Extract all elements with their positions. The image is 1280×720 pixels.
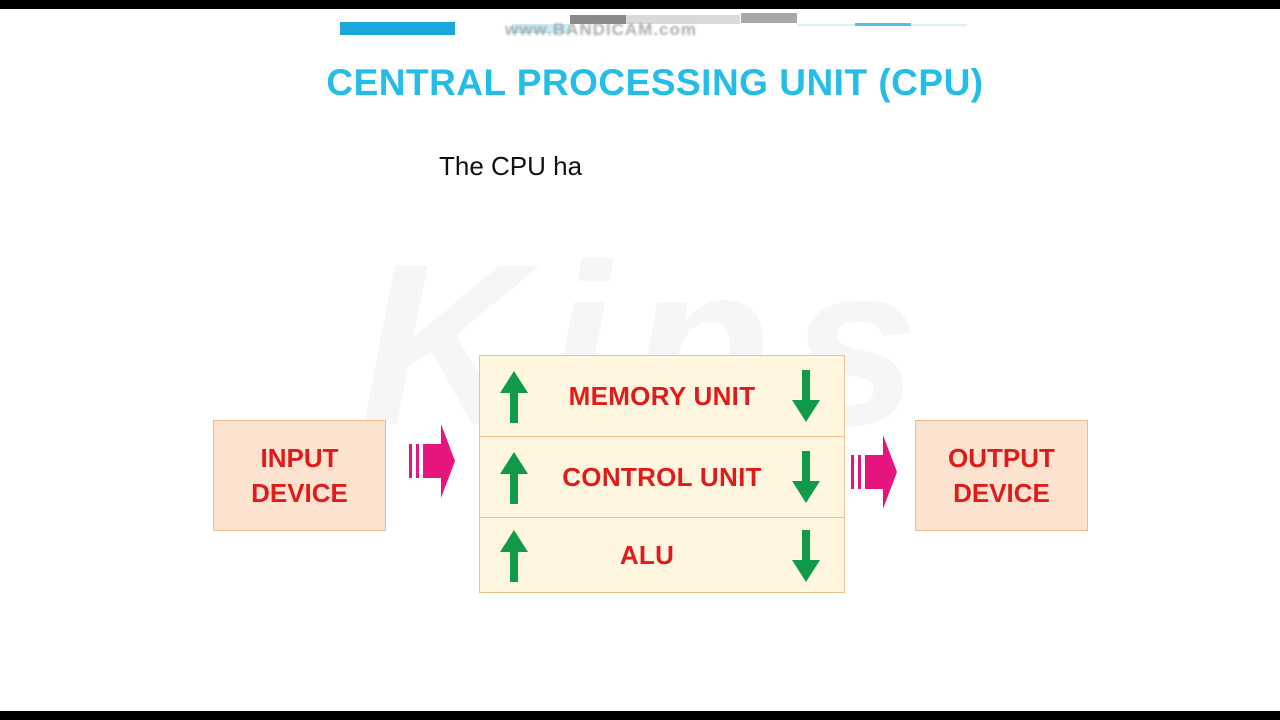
control-unit-label: CONTROL UNIT — [562, 461, 762, 492]
memory-unit-label: MEMORY UNIT — [568, 380, 756, 411]
slide-title: CENTRAL PROCESSING UNIT (CPU) — [326, 62, 984, 103]
flow-arrow-icon — [409, 424, 455, 498]
slide: www.BANDICAM.com CENTRAL PROCESSING UNIT… — [0, 9, 1280, 711]
alu-row: ALU — [480, 518, 844, 592]
control-unit-row: CONTROL UNIT — [480, 437, 844, 518]
top-accent-bar — [340, 22, 455, 35]
recorder-watermark: www.BANDICAM.com — [505, 22, 697, 38]
input-device-label-line1: INPUT — [260, 442, 339, 473]
output-device-label-line1: OUTPUT — [948, 442, 1055, 473]
cpu-block: MEMORY UNIT CONTROL UNIT ALU — [479, 355, 845, 593]
intro-text: The CPU ha — [439, 151, 583, 181]
input-device-box: INPUT DEVICE — [213, 420, 386, 531]
up-arrow-icon — [500, 452, 528, 504]
top-accent-bar — [512, 24, 570, 33]
top-accent-bar — [741, 13, 797, 23]
up-arrow-icon — [500, 371, 528, 423]
input-device-label-line2: DEVICE — [251, 477, 348, 508]
top-accent-bar — [570, 15, 626, 24]
down-arrow-icon — [792, 530, 820, 582]
top-accent-bar — [855, 23, 911, 26]
down-arrow-icon — [792, 451, 820, 503]
down-arrow-icon — [792, 370, 820, 422]
alu-label: ALU — [619, 539, 675, 570]
flow-arrow-icon — [851, 435, 897, 509]
output-device-label-line2: DEVICE — [953, 477, 1050, 508]
output-device-box: OUTPUT DEVICE — [915, 420, 1088, 531]
top-accent-bar — [626, 15, 740, 24]
up-arrow-icon — [500, 530, 528, 582]
memory-unit-row: MEMORY UNIT — [480, 356, 844, 437]
